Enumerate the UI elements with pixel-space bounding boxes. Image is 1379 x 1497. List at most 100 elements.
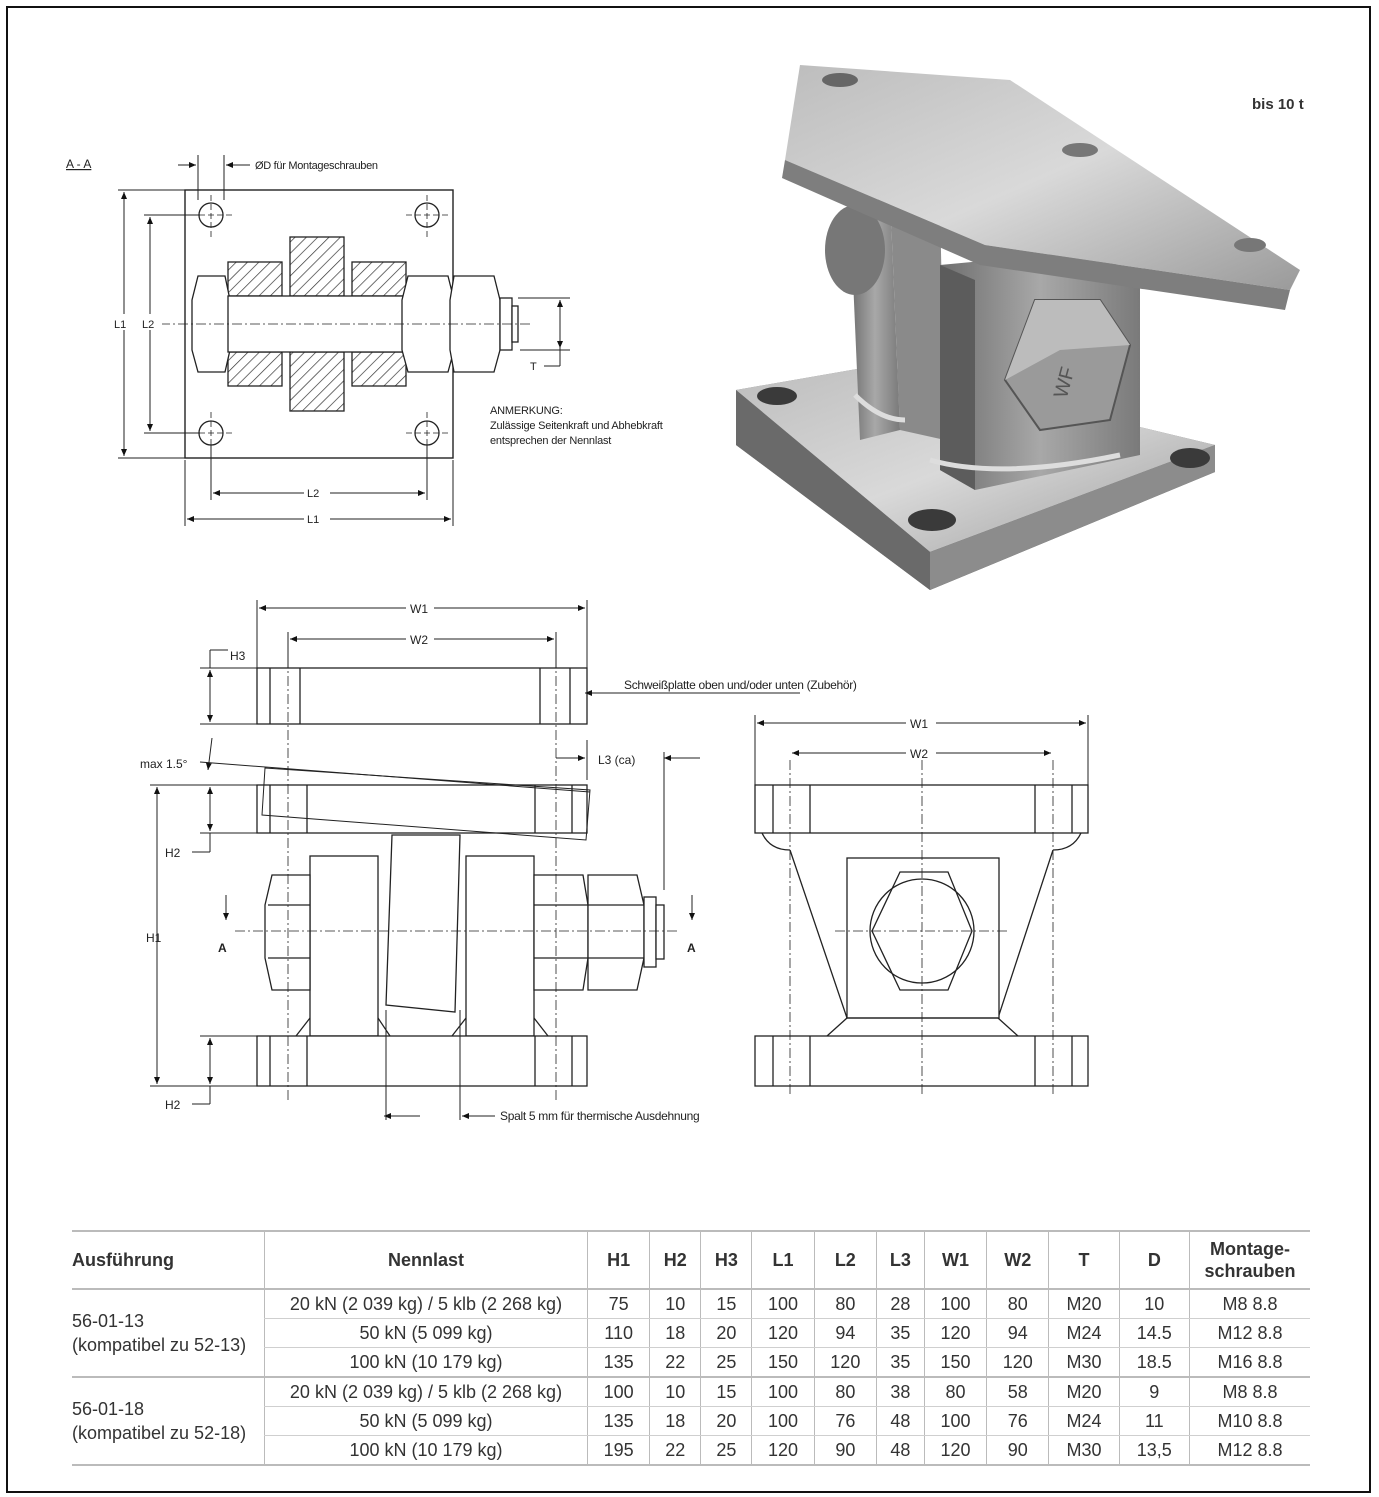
note-line-1: Zulässige Seitenkraft und Abhebkraft: [490, 420, 663, 432]
table-cell: 13,5: [1118, 1435, 1190, 1466]
dim-h1: H1: [146, 931, 162, 945]
weld-plate-label: Schweißplatte oben und/oder unten (Zubeh…: [624, 678, 857, 692]
center-block-front: [846, 857, 1000, 1019]
table-cell: 22: [649, 1435, 701, 1466]
table-cell: 94: [986, 1318, 1049, 1348]
table-cell: M12 8.8: [1189, 1318, 1310, 1348]
table-cell: 20: [700, 1406, 752, 1436]
dim-h3: H3: [230, 649, 246, 663]
base-plate-side: [256, 1035, 588, 1087]
table-cell: M12 8.8: [1189, 1435, 1310, 1466]
table-cell: 120: [923, 1435, 987, 1466]
table-cell: 58: [986, 1377, 1049, 1407]
table-cell: M8 8.8: [1189, 1289, 1310, 1319]
table-cell: 120: [986, 1347, 1049, 1378]
table-cell: 90: [813, 1435, 877, 1466]
table-cell: M30: [1048, 1435, 1120, 1466]
table-cell: 120: [751, 1435, 815, 1466]
table-cell: M24: [1048, 1318, 1120, 1348]
table-cell: 100: [923, 1406, 987, 1436]
table-cell: 100: [586, 1377, 650, 1407]
table-cell: 20 kN (2 039 kg) / 5 klb (2 268 kg): [264, 1289, 588, 1319]
left-pillar: [309, 855, 379, 1037]
table-cell: 18: [649, 1406, 701, 1436]
max-tilt-label: max 1.5°: [140, 757, 188, 771]
variant-code: 56-01-13: [72, 1311, 145, 1331]
table-cell: M20: [1048, 1289, 1120, 1319]
table-cell: 25: [700, 1347, 752, 1378]
table-cell: 80: [986, 1289, 1049, 1319]
table-cell: 28: [875, 1289, 925, 1319]
table-cell: 15: [700, 1289, 752, 1319]
col-h2: H2: [649, 1230, 701, 1290]
bolt-hole-label: ØD für Montageschrauben: [255, 160, 378, 172]
table-cell: 120: [751, 1318, 815, 1348]
table-row: 56-01-13 (kompatibel zu 52-13) 20 kN (2 03…: [72, 1289, 1310, 1378]
weld-plate-callout: Schweißplatte oben und/oder unten (Zubeh…: [624, 678, 857, 692]
table-cell: 100: [923, 1289, 987, 1319]
side-view-drawing: W1 W2 H3 H2 H1 H2 L3 (ca) max 1.5° A A S…: [140, 600, 800, 1123]
table-cell: M10 8.8: [1189, 1406, 1310, 1436]
col-w2: W2: [986, 1230, 1049, 1290]
table-cell: 150: [923, 1347, 987, 1378]
col-w1: W1: [923, 1230, 987, 1290]
top-plate-side: [256, 784, 588, 834]
dim-w1-side: W1: [410, 602, 428, 616]
col-nennlast: Nennlast: [264, 1230, 588, 1290]
table-cell: 25: [700, 1435, 752, 1466]
table-cell: 76: [813, 1406, 877, 1436]
table-cell: M20: [1048, 1377, 1120, 1407]
dim-w2-front: W2: [910, 747, 928, 761]
hatched-sections: [227, 236, 407, 412]
table-cell: 11: [1118, 1406, 1190, 1436]
table-cell: 100: [751, 1377, 815, 1407]
table-cell: 35: [875, 1318, 925, 1348]
table-cell: 10: [649, 1377, 701, 1407]
table-cell: 150: [751, 1347, 815, 1378]
table-cell: 22: [649, 1347, 701, 1378]
table-cell: 15: [700, 1377, 752, 1407]
dim-t: T: [530, 361, 537, 373]
col-montageschrauben: Montage- schrauben: [1189, 1230, 1310, 1290]
table-cell: 100: [751, 1289, 815, 1319]
variant-cell: 56-01-13 (kompatibel zu 52-13): [72, 1289, 265, 1378]
note-title: ANMERKUNG:: [490, 405, 563, 417]
table-cell: 100 kN (10 179 kg): [264, 1435, 588, 1466]
col-h1: H1: [586, 1230, 650, 1290]
page-frame: [6, 6, 1371, 1493]
table-cell: 18.5: [1118, 1347, 1190, 1378]
table-cell: 9: [1118, 1377, 1190, 1407]
table-cell: 20 kN (2 039 kg) / 5 klb (2 268 kg): [264, 1377, 588, 1407]
table-cell: 94: [813, 1318, 877, 1348]
base-plate-front: [754, 1035, 1089, 1087]
variant-compat: (kompatibel zu 52-13): [72, 1335, 247, 1355]
table-cell: 100 kN (10 179 kg): [264, 1347, 588, 1378]
variant-code: 56-01-18: [72, 1399, 145, 1419]
col-l1: L1: [751, 1230, 815, 1290]
dim-l3: L3 (ca): [598, 753, 635, 767]
variant-compat: (kompatibel zu 52-18): [72, 1423, 247, 1443]
table-cell: 38: [875, 1377, 925, 1407]
col-ausfuehrung: Ausführung: [72, 1230, 265, 1290]
table-cell: 50 kN (5 099 kg): [264, 1406, 588, 1436]
table-cell: 35: [875, 1347, 925, 1378]
section-mark-left: A: [218, 941, 227, 955]
table-cell: 80: [923, 1377, 987, 1407]
col-d: D: [1118, 1230, 1190, 1290]
side-dimension-lines: [150, 600, 800, 1120]
gap-note: Spalt 5 mm für thermische Ausdehnung: [500, 1109, 699, 1123]
table-cell: M24: [1048, 1406, 1120, 1436]
note-block: ANMERKUNG: Zulässige Seitenkraft und Abh…: [490, 404, 663, 449]
table-cell: 100: [751, 1406, 815, 1436]
table-cell: 48: [875, 1435, 925, 1466]
section-a-a-drawing: A - A: [66, 155, 570, 526]
right-pillar: [465, 855, 535, 1037]
weld-plate: [256, 667, 588, 725]
dim-l2-horizontal: L2: [307, 488, 319, 500]
table-cell: 135: [586, 1406, 650, 1436]
capacity-badge: bis 10 t: [1252, 96, 1304, 113]
table-cell: M16 8.8: [1189, 1347, 1310, 1378]
